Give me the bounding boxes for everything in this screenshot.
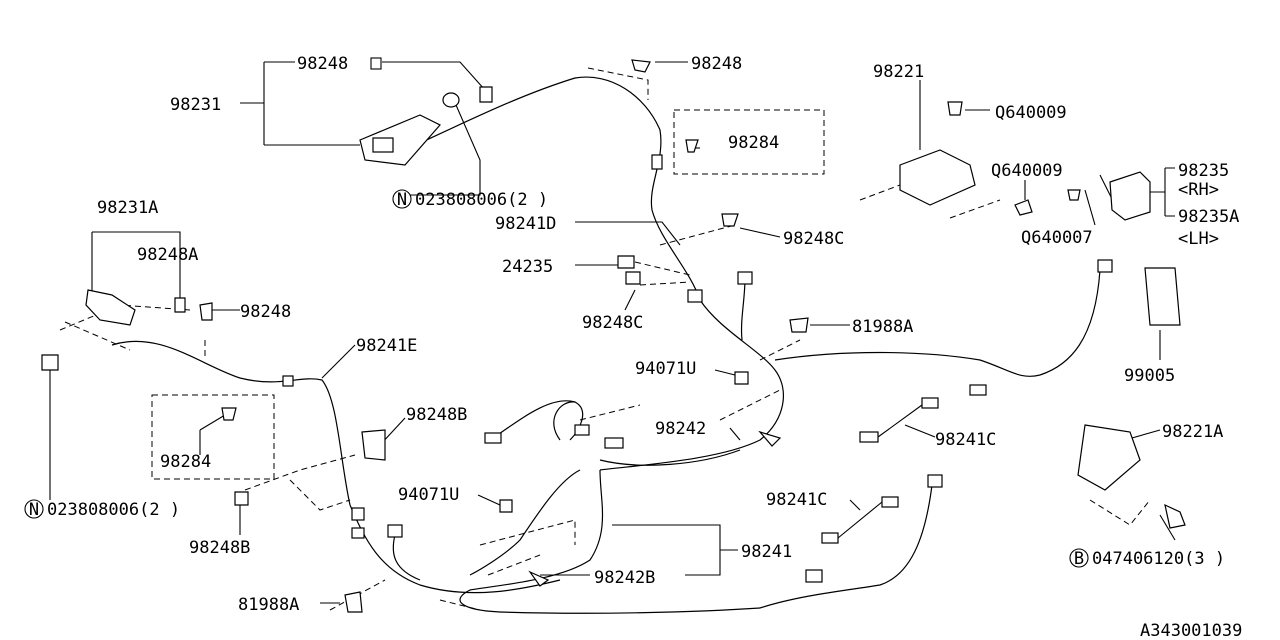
label-94071u-b: 94071U [398,485,459,505]
label-98221a: 98221A [1162,422,1223,442]
label-98248c-a: 98248C [783,229,844,249]
connector-n [574,424,590,436]
clip-98248c-mid [625,271,641,285]
label-98235a: 98235A [1178,207,1239,227]
label-98248b-b: 98248B [189,538,250,558]
connector-g [387,524,403,538]
label-98241: 98241 [741,542,792,562]
bolt-q640009-a [947,101,963,116]
label-b-right: 047406120(3 ) [1092,549,1225,569]
sensor-98231a [85,289,136,326]
connector-k [651,154,663,170]
connector-a [484,432,502,444]
n-symbol-top: N [397,190,407,210]
clip-98284-left [221,407,237,421]
label-98241c-b: 98241C [766,490,827,510]
label-98248a: 98248A [137,245,198,265]
connector-i [351,527,365,539]
label-98284-top: 98284 [728,133,779,153]
clip-98248b-low [234,491,249,506]
connector-c [1097,259,1113,273]
connector-b [737,271,753,285]
square-mark [370,57,382,70]
clip-94071u-b [499,499,513,513]
label-98248-top-box: 98248 [297,54,348,74]
sensor-window [372,137,394,153]
clip-94071u-a [734,371,749,385]
nut-left [41,354,59,371]
label-98248-left: 98248 [240,302,291,322]
label-lh: <LH> [1178,229,1219,249]
diagram-id: A343001039 [1140,621,1242,640]
bolt-q640007 [1067,189,1081,201]
nut-98231 [442,92,460,108]
prefix-symbols: N N B [24,189,1089,569]
sensor-module-98231 [359,114,441,166]
clip-98242 [758,430,782,447]
label-99005: 99005 [1124,366,1175,386]
n-symbol-top-circle [392,189,412,209]
connector-e [927,474,943,488]
b-symbol-right: B [1074,549,1084,569]
n-symbol-left-circle [24,499,44,519]
clip-98242b [528,570,550,587]
clip-98248-top-left [479,86,493,103]
b-symbol-right-circle [1069,548,1089,568]
label-98248-top: 98248 [691,54,742,74]
clip-81988a-b [344,591,363,613]
label-n-top: 023808006(2 ) [415,190,548,210]
label-98235: 98235 [1178,161,1229,181]
label-81988a-b: 81988A [238,595,299,615]
clip-98248-top [631,59,651,73]
sensor-24235 [617,255,635,269]
label-24235: 24235 [502,257,553,277]
connector-98241c-b1 [821,532,839,544]
label-rh: <RH> [1178,180,1219,200]
sensor-98235 [1109,171,1151,221]
label-81988a-a: 81988A [852,317,913,337]
cover-99005 [1144,267,1181,326]
bolt-q640009-b [1014,199,1033,216]
connector-m [604,437,624,449]
label-98284-left: 98284 [160,452,211,472]
label-98221: 98221 [873,62,924,82]
label-98231a: 98231A [97,198,158,218]
label-98241d: 98241D [495,214,556,234]
label-q640007: Q640007 [1021,228,1093,248]
controller-98221a [1077,424,1141,491]
clip-98284-top [685,139,699,153]
label-n-left: 023808006(2 ) [47,500,180,520]
label-98241e: 98241E [356,336,417,356]
bracket-98248b [361,429,386,461]
bolt-b [1164,503,1186,529]
label-98242: 98242 [655,419,706,439]
part-labels: 98248 98231 98248 98221 Q640009 Q640009 … [47,54,1242,640]
reference-dashed-lines [59,67,1151,611]
connector-h [351,507,365,521]
clip-81988a-a [789,317,809,333]
clip-98248-left [199,302,213,321]
clip-98248a [174,297,186,313]
label-98248c-b: 98248C [582,313,643,333]
n-symbol-left: N [29,500,39,520]
connector-98241c-a2 [921,397,939,409]
connector-d [969,384,987,396]
label-98241c-a: 98241C [935,430,996,450]
clip-98248c-top [721,213,739,227]
controller-98221 [899,149,976,206]
label-q640009-b: Q640009 [991,161,1063,181]
connector-f [805,569,823,583]
parts [41,59,1186,613]
label-98248b-a: 98248B [406,405,467,425]
connector-l [282,375,294,387]
label-98231: 98231 [170,95,221,115]
label-98242b: 98242B [594,568,655,588]
connector-j [687,289,703,303]
connector-98241c-a1 [859,431,879,443]
connector-98241c-b2 [881,496,899,508]
label-q640009-a: Q640009 [995,103,1067,123]
label-94071u-a: 94071U [635,359,696,379]
